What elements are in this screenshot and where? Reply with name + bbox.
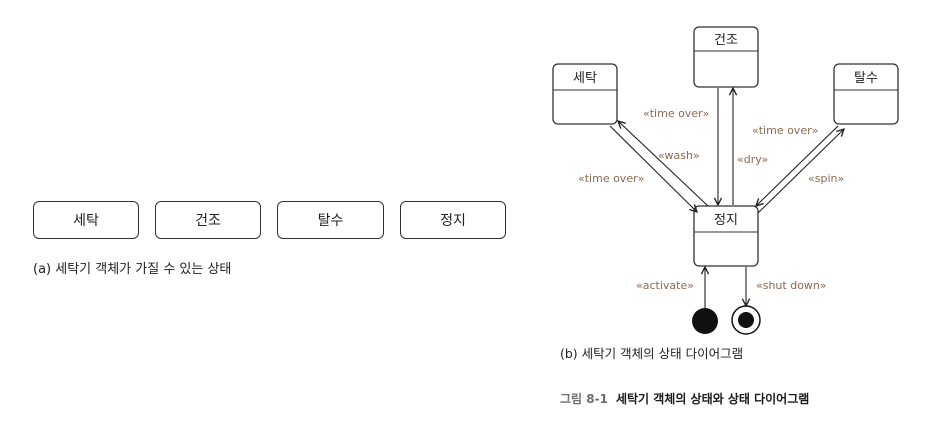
- state-node-stop: 정지: [693, 205, 759, 267]
- arrow-spin-to-stop: [756, 125, 839, 206]
- label-dry-to-stop: «time over»: [578, 172, 644, 185]
- state-label: 정지: [440, 213, 466, 229]
- caption-a: (a) 세탁기 객체가 가질 수 있는 상태: [33, 262, 232, 277]
- caption-b: (b) 세탁기 객체의 상태 다이어그램: [560, 346, 744, 361]
- state-node-wash: 세탁: [552, 63, 618, 125]
- state-node-spin: 탈수: [833, 63, 899, 125]
- label-wash-to-stop: «time over»: [643, 107, 709, 120]
- label-stop-to-spin: «spin»: [808, 172, 844, 185]
- label-shut-down: «shut down»: [756, 279, 827, 292]
- arrow-stop-to-wash: [618, 121, 709, 207]
- figure-title: 그림 8-1 세탁기 객체의 상태와 상태 다이어그램: [560, 390, 809, 407]
- label-activate: «activate»: [636, 279, 694, 292]
- label-spin-to-stop: «time over»: [752, 124, 818, 137]
- state-name: 세탁: [573, 71, 597, 86]
- label-stop-to-dry: «dry»: [737, 153, 768, 166]
- final-state: [731, 305, 761, 335]
- figure-title-text: 세탁기 객체의 상태와 상태 다이어그램: [615, 392, 810, 406]
- state-node-dry: 건조: [693, 26, 759, 88]
- state-box-stop: 정지: [400, 201, 506, 239]
- state-box-spin: 탈수: [277, 201, 384, 239]
- arrow-stop-to-spin: [757, 129, 844, 214]
- label-stop-to-wash: «wash»: [658, 149, 700, 162]
- arrow-wash-to-stop: [609, 125, 697, 212]
- state-box-dry: 건조: [155, 201, 261, 239]
- state-name: 정지: [714, 213, 738, 228]
- state-label: 건조: [195, 213, 221, 229]
- initial-state: [692, 308, 718, 334]
- state-name: 탈수: [854, 71, 878, 86]
- state-label: 세탁: [73, 213, 99, 229]
- state-name: 건조: [714, 33, 738, 48]
- state-label: 탈수: [317, 213, 344, 229]
- figure-number: 그림 8-1: [560, 392, 608, 406]
- state-box-wash: 세탁: [33, 201, 139, 239]
